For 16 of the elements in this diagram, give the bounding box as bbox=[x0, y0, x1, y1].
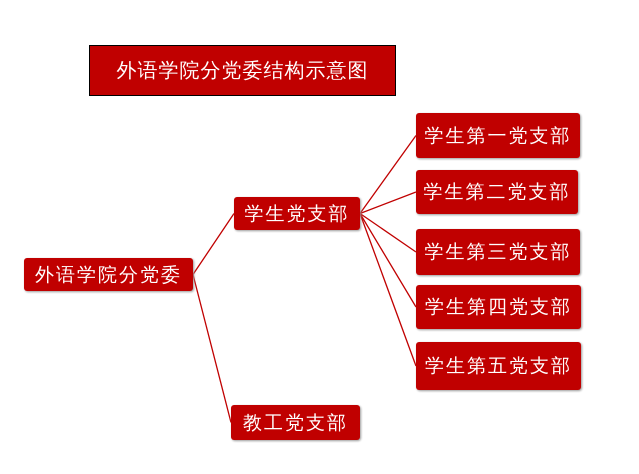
title-box: 外语学院分党委结构示意图 bbox=[89, 45, 396, 96]
branch-box: 教工党支部 bbox=[231, 405, 360, 440]
connector-line bbox=[192, 213, 235, 275]
branch-box: 学生第五党支部 bbox=[416, 342, 581, 390]
branch-box: 学生第三党支部 bbox=[416, 229, 580, 275]
connector-line bbox=[192, 274, 232, 423]
connector-line bbox=[360, 191, 416, 214]
branch-box: 学生第二党支部 bbox=[416, 170, 578, 214]
root-box: 外语学院分党委 bbox=[24, 258, 193, 291]
branch-box: 学生第一党支部 bbox=[416, 113, 580, 158]
connector-line bbox=[359, 213, 417, 366]
connector-line bbox=[360, 212, 416, 253]
branch-box: 学生第四党支部 bbox=[416, 285, 581, 329]
branch-box: 学生党支部 bbox=[234, 197, 360, 230]
connector-line bbox=[359, 213, 417, 308]
connector-line bbox=[359, 135, 417, 214]
